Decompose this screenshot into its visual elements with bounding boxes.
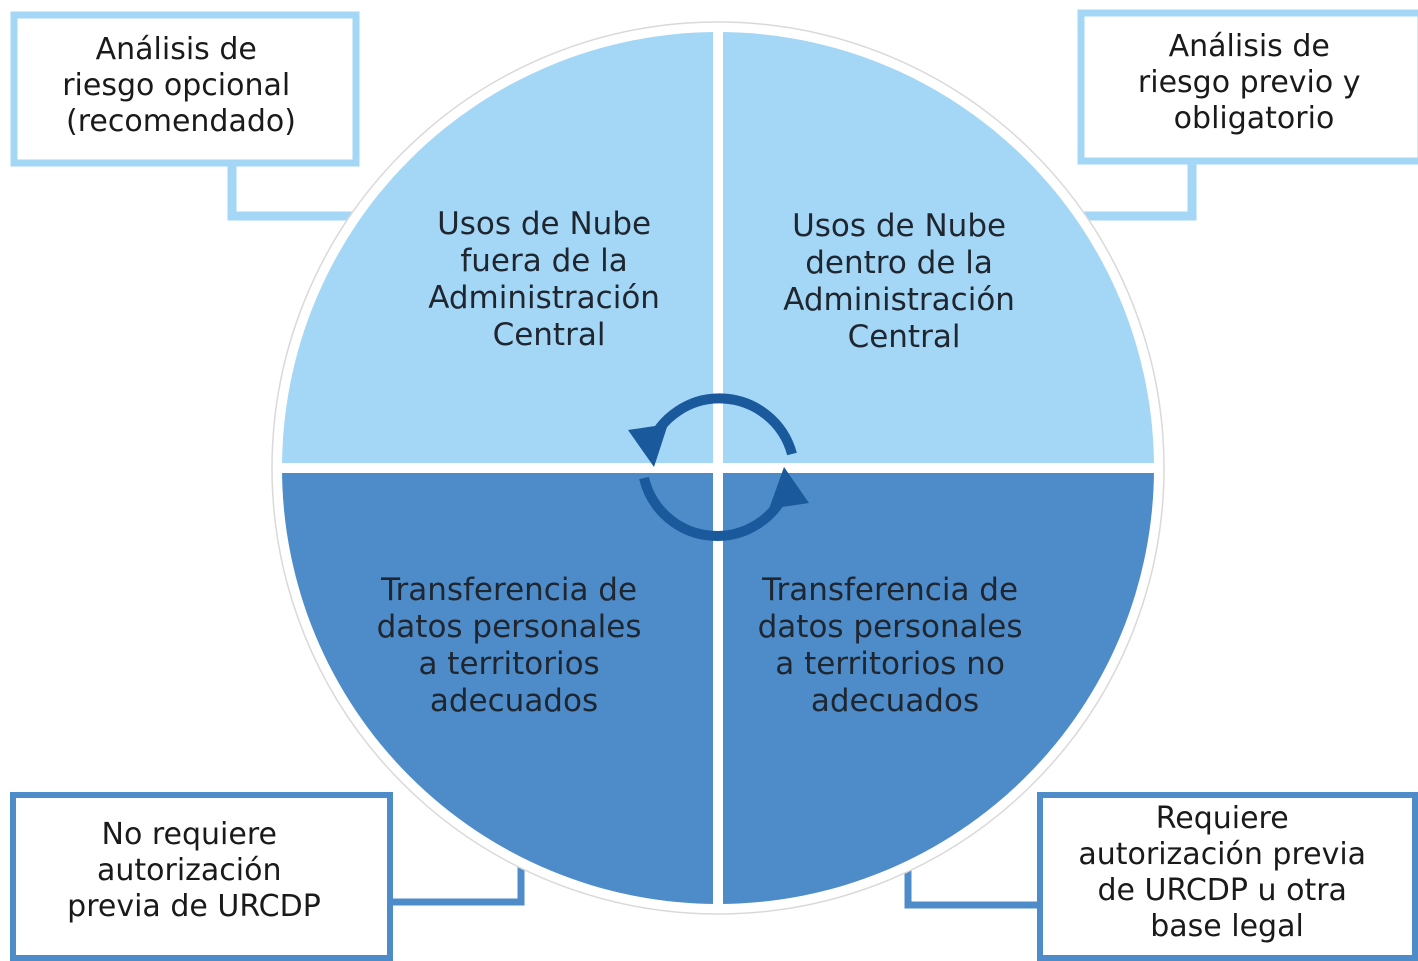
callout-bottom-right-text: Requiere autorización previa de URCDP u … [1078,801,1375,944]
quadrant-bottom-right-label: Transferencia de datos personales a terr… [758,572,1033,719]
quadrant-circle [271,21,1165,915]
callout-top-right-box [1077,9,1418,165]
callout-bottom-right: Requiere autorización previa de URCDP u … [1037,792,1418,961]
cycle-arrow-top [644,393,797,456]
quadrant-bottom-left-label: Transferencia de datos personales a terr… [377,572,652,719]
quadrant-top-left-label: Usos de Nube fuera de la Administración … [428,206,670,353]
callout-top-left-box [10,11,360,167]
callout-top-left: Análisis de riesgo opcional (recomendado… [10,11,360,167]
callout-bottom-left: No requiere autorización previa de URCDP [10,792,393,961]
callout-bottom-right-box [1037,792,1418,961]
callout-top-right: Análisis de riesgo previo y obligatorio [1077,9,1418,165]
callout-bottom-left-text: No requiere autorización previa de URCDP [67,817,321,924]
connector-top-right [1075,162,1197,221]
cycle-arrowhead-top [628,424,668,467]
connector-top-left [227,165,360,221]
cycle-arrows-icon [628,393,809,541]
quadrant-top-right-label: Usos de Nube dentro de la Administración… [783,208,1025,355]
callout-top-left-text: Análisis de riesgo opcional (recomendado… [62,32,300,139]
callout-top-right-text: Análisis de riesgo previo y obligatorio [1138,29,1370,136]
connector-bottom-left [390,856,525,906]
cycle-arrow-bottom [639,476,792,541]
connector-bottom-right [904,856,1040,909]
callout-bottom-left-box [10,792,393,961]
cycle-arrowhead-bottom [769,467,809,509]
